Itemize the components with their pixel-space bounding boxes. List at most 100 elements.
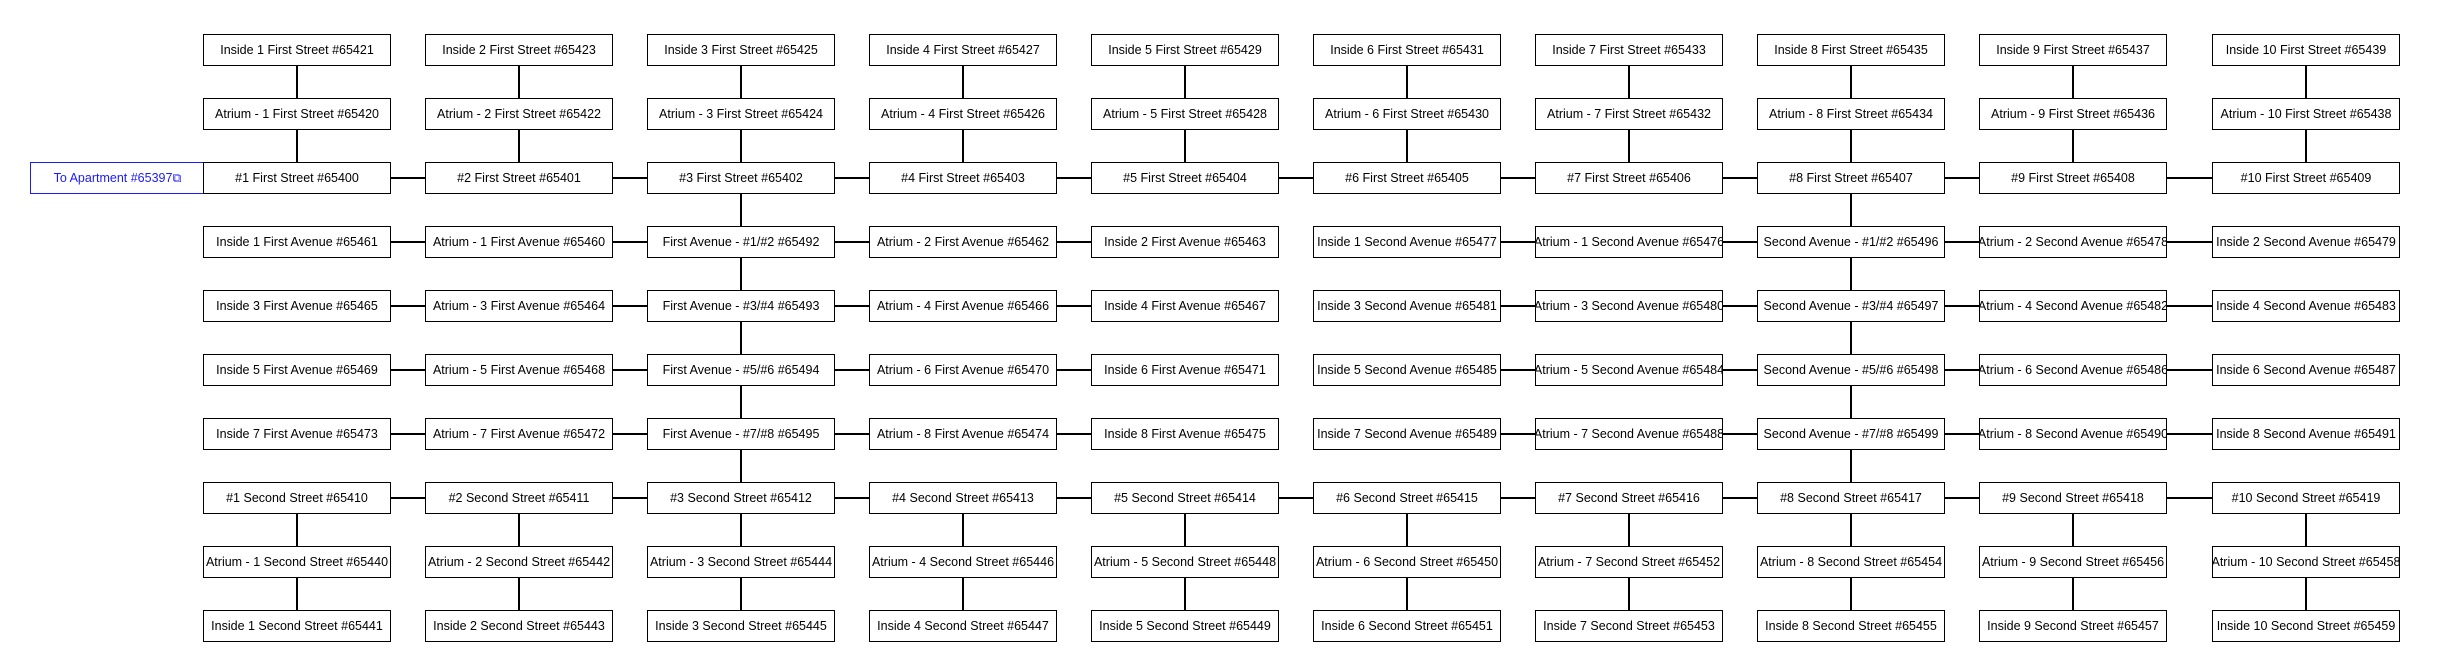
room-node[interactable]: Atrium - 5 Second Avenue #65484	[1535, 354, 1723, 386]
room-node[interactable]: #9 First Street #65408	[1979, 162, 2167, 194]
room-node[interactable]: #4 Second Street #65413	[869, 482, 1057, 514]
room-node[interactable]: #3 First Street #65402	[647, 162, 835, 194]
room-node[interactable]: #10 First Street #65409	[2212, 162, 2400, 194]
room-node[interactable]: Atrium - 6 Second Street #65450	[1313, 546, 1501, 578]
entry-link[interactable]: To Apartment #65397⧉	[30, 162, 205, 194]
room-node[interactable]: Inside 8 First Street #65435	[1757, 34, 1945, 66]
room-node[interactable]: Inside 4 First Avenue #65467	[1091, 290, 1279, 322]
room-node[interactable]: Atrium - 4 Second Avenue #65482	[1979, 290, 2167, 322]
room-node[interactable]: Inside 6 First Street #65431	[1313, 34, 1501, 66]
room-node[interactable]: First Avenue - #1/#2 #65492	[647, 226, 835, 258]
room-node[interactable]: Inside 2 First Street #65423	[425, 34, 613, 66]
room-node[interactable]: #6 Second Street #65415	[1313, 482, 1501, 514]
room-node[interactable]: #3 Second Street #65412	[647, 482, 835, 514]
room-node[interactable]: Atrium - 1 First Street #65420	[203, 98, 391, 130]
room-node[interactable]: Atrium - 1 First Avenue #65460	[425, 226, 613, 258]
room-node[interactable]: #2 First Street #65401	[425, 162, 613, 194]
room-node[interactable]: #7 First Street #65406	[1535, 162, 1723, 194]
room-node[interactable]: Atrium - 7 First Avenue #65472	[425, 418, 613, 450]
room-node[interactable]: Atrium - 7 Second Street #65452	[1535, 546, 1723, 578]
room-node[interactable]: Atrium - 1 Second Street #65440	[203, 546, 391, 578]
room-node[interactable]: Inside 2 Second Street #65443	[425, 610, 613, 642]
room-node[interactable]: Atrium - 5 First Street #65428	[1091, 98, 1279, 130]
room-node[interactable]: Inside 3 First Avenue #65465	[203, 290, 391, 322]
room-node[interactable]: Inside 7 Second Street #65453	[1535, 610, 1723, 642]
room-node[interactable]: Atrium - 5 Second Street #65448	[1091, 546, 1279, 578]
room-node[interactable]: First Avenue - #7/#8 #65495	[647, 418, 835, 450]
room-node[interactable]: #4 First Street #65403	[869, 162, 1057, 194]
room-node[interactable]: Inside 8 First Avenue #65475	[1091, 418, 1279, 450]
room-node[interactable]: Atrium - 9 Second Street #65456	[1979, 546, 2167, 578]
room-node[interactable]: Inside 7 First Avenue #65473	[203, 418, 391, 450]
room-node[interactable]: Atrium - 2 Second Avenue #65478	[1979, 226, 2167, 258]
room-node[interactable]: Atrium - 7 First Street #65432	[1535, 98, 1723, 130]
room-node[interactable]: #2 Second Street #65411	[425, 482, 613, 514]
room-node[interactable]: Inside 1 First Avenue #65461	[203, 226, 391, 258]
room-node[interactable]: Inside 1 Second Street #65441	[203, 610, 391, 642]
room-node[interactable]: Atrium - 2 First Avenue #65462	[869, 226, 1057, 258]
room-node[interactable]: Inside 5 First Street #65429	[1091, 34, 1279, 66]
room-node[interactable]: #8 Second Street #65417	[1757, 482, 1945, 514]
room-node[interactable]: Inside 10 First Street #65439	[2212, 34, 2400, 66]
room-node[interactable]: Atrium - 10 First Street #65438	[2212, 98, 2400, 130]
room-node[interactable]: Inside 6 Second Avenue #65487	[2212, 354, 2400, 386]
room-node[interactable]: #7 Second Street #65416	[1535, 482, 1723, 514]
room-node[interactable]: #5 Second Street #65414	[1091, 482, 1279, 514]
room-node[interactable]: Atrium - 8 Second Street #65454	[1757, 546, 1945, 578]
room-node[interactable]: Inside 4 Second Street #65447	[869, 610, 1057, 642]
room-node[interactable]: Atrium - 3 Second Street #65444	[647, 546, 835, 578]
room-node[interactable]: Inside 1 First Street #65421	[203, 34, 391, 66]
room-node[interactable]: Atrium - 1 Second Avenue #65476	[1535, 226, 1723, 258]
room-node[interactable]: Second Avenue - #7/#8 #65499	[1757, 418, 1945, 450]
room-node[interactable]: Inside 4 Second Avenue #65483	[2212, 290, 2400, 322]
room-node[interactable]: Inside 5 Second Street #65449	[1091, 610, 1279, 642]
room-node[interactable]: Second Avenue - #5/#6 #65498	[1757, 354, 1945, 386]
room-node[interactable]: #6 First Street #65405	[1313, 162, 1501, 194]
room-node[interactable]: Inside 6 First Avenue #65471	[1091, 354, 1279, 386]
room-node[interactable]: Atrium - 6 Second Avenue #65486	[1979, 354, 2167, 386]
room-node[interactable]: Inside 8 Second Street #65455	[1757, 610, 1945, 642]
room-node[interactable]: Atrium - 8 Second Avenue #65490	[1979, 418, 2167, 450]
room-node[interactable]: Atrium - 3 Second Avenue #65480	[1535, 290, 1723, 322]
room-node[interactable]: Inside 7 First Street #65433	[1535, 34, 1723, 66]
room-node[interactable]: Atrium - 4 First Avenue #65466	[869, 290, 1057, 322]
room-node[interactable]: #1 First Street #65400	[203, 162, 391, 194]
room-node[interactable]: Atrium - 5 First Avenue #65468	[425, 354, 613, 386]
room-node[interactable]: Atrium - 8 First Street #65434	[1757, 98, 1945, 130]
room-node[interactable]: Inside 2 Second Avenue #65479	[2212, 226, 2400, 258]
room-node[interactable]: Inside 5 First Avenue #65469	[203, 354, 391, 386]
room-node[interactable]: Inside 9 Second Street #65457	[1979, 610, 2167, 642]
room-node[interactable]: #8 First Street #65407	[1757, 162, 1945, 194]
room-node[interactable]: Atrium - 4 First Street #65426	[869, 98, 1057, 130]
room-node[interactable]: Atrium - 6 First Avenue #65470	[869, 354, 1057, 386]
room-node[interactable]: Inside 2 First Avenue #65463	[1091, 226, 1279, 258]
room-node[interactable]: Inside 8 Second Avenue #65491	[2212, 418, 2400, 450]
room-node[interactable]: Inside 9 First Street #65437	[1979, 34, 2167, 66]
room-node[interactable]: Second Avenue - #3/#4 #65497	[1757, 290, 1945, 322]
room-node[interactable]: #1 Second Street #65410	[203, 482, 391, 514]
room-node[interactable]: Atrium - 10 Second Street #65458	[2212, 546, 2400, 578]
room-node[interactable]: Inside 10 Second Street #65459	[2212, 610, 2400, 642]
room-node[interactable]: Inside 5 Second Avenue #65485	[1313, 354, 1501, 386]
room-node[interactable]: Atrium - 3 First Street #65424	[647, 98, 835, 130]
room-node[interactable]: First Avenue - #5/#6 #65494	[647, 354, 835, 386]
room-node[interactable]: Atrium - 8 First Avenue #65474	[869, 418, 1057, 450]
room-node[interactable]: Atrium - 7 Second Avenue #65488	[1535, 418, 1723, 450]
room-node[interactable]: Atrium - 2 First Street #65422	[425, 98, 613, 130]
room-node[interactable]: Second Avenue - #1/#2 #65496	[1757, 226, 1945, 258]
room-node[interactable]: Atrium - 3 First Avenue #65464	[425, 290, 613, 322]
room-node[interactable]: Inside 6 Second Street #65451	[1313, 610, 1501, 642]
room-node[interactable]: Inside 1 Second Avenue #65477	[1313, 226, 1501, 258]
room-node[interactable]: #9 Second Street #65418	[1979, 482, 2167, 514]
room-node[interactable]: Inside 7 Second Avenue #65489	[1313, 418, 1501, 450]
room-node[interactable]: Inside 3 Second Avenue #65481	[1313, 290, 1501, 322]
room-node[interactable]: Inside 3 First Street #65425	[647, 34, 835, 66]
room-node[interactable]: Atrium - 2 Second Street #65442	[425, 546, 613, 578]
room-node[interactable]: Atrium - 9 First Street #65436	[1979, 98, 2167, 130]
room-node[interactable]: Inside 4 First Street #65427	[869, 34, 1057, 66]
room-node[interactable]: First Avenue - #3/#4 #65493	[647, 290, 835, 322]
room-node[interactable]: Atrium - 6 First Street #65430	[1313, 98, 1501, 130]
room-node[interactable]: Inside 3 Second Street #65445	[647, 610, 835, 642]
room-node[interactable]: #10 Second Street #65419	[2212, 482, 2400, 514]
room-node[interactable]: Atrium - 4 Second Street #65446	[869, 546, 1057, 578]
